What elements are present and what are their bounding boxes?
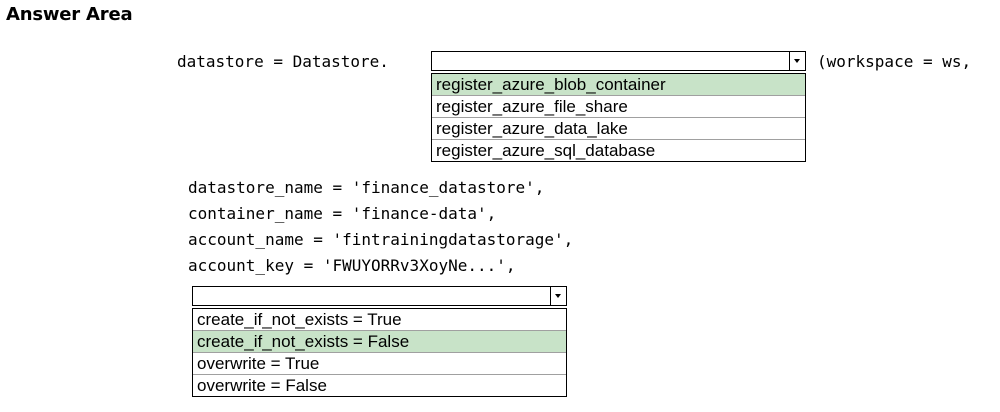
method-options-list: register_azure_blob_container register_a…	[431, 73, 806, 162]
method-option[interactable]: register_azure_blob_container	[432, 74, 805, 96]
option-options-list: create_if_not_exists = True create_if_no…	[192, 308, 567, 397]
option-select-box[interactable]	[192, 286, 567, 306]
method-option[interactable]: register_azure_sql_database	[432, 140, 805, 162]
option-option[interactable]: create_if_not_exists = True	[193, 309, 566, 331]
option-dropdown-button[interactable]	[550, 287, 566, 305]
code-arg-account-key: account_key = 'FWUYORRv3XoyNe...',	[188, 256, 516, 275]
code-line-workspace-arg: (workspace = ws,	[817, 52, 972, 71]
option-option[interactable]: overwrite = False	[193, 375, 566, 397]
option-dropdown[interactable]: create_if_not_exists = True create_if_no…	[192, 286, 567, 397]
method-option[interactable]: register_azure_file_share	[432, 96, 805, 118]
method-option[interactable]: register_azure_data_lake	[432, 118, 805, 140]
option-option[interactable]: create_if_not_exists = False	[193, 331, 566, 353]
chevron-down-icon	[794, 59, 800, 63]
code-arg-datastore-name: datastore_name = 'finance_datastore',	[188, 178, 545, 197]
chevron-down-icon	[555, 294, 561, 298]
code-arg-container-name: container_name = 'finance-data',	[188, 204, 497, 223]
method-select-box[interactable]	[431, 51, 806, 71]
option-option[interactable]: overwrite = True	[193, 353, 566, 375]
method-dropdown-button[interactable]	[789, 52, 805, 70]
code-line-datastore-assign: datastore = Datastore.	[177, 52, 389, 71]
method-dropdown[interactable]: register_azure_blob_container register_a…	[431, 51, 806, 162]
answer-area-title: Answer Area	[6, 4, 133, 25]
code-arg-account-name: account_name = 'fintrainingdatastorage',	[188, 230, 574, 249]
